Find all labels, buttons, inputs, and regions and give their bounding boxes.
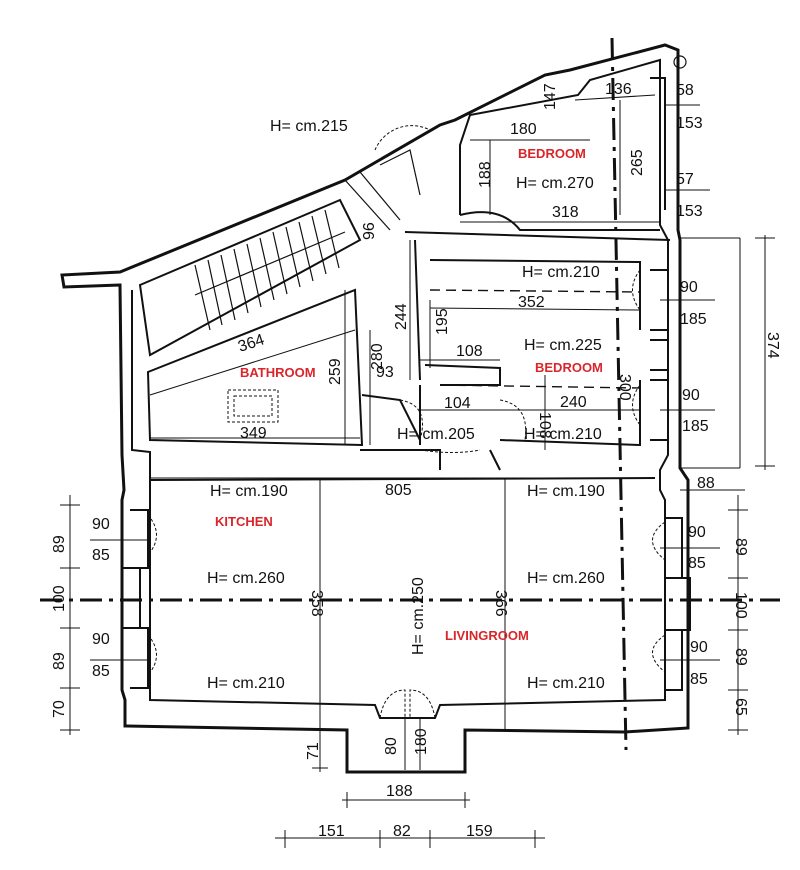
dim-180: 180 — [510, 121, 537, 138]
dim-300: 300 — [616, 374, 633, 401]
height-living-top: H= cm.190 — [527, 483, 605, 500]
dimension-lines — [60, 94, 775, 848]
outer-wall-main — [60, 43, 690, 774]
dim-96: 96 — [361, 222, 378, 240]
dim-108b: 108 — [536, 412, 553, 439]
dim-188v: 188 — [477, 161, 494, 188]
dim-240: 240 — [560, 394, 587, 411]
dim-358: 358 — [308, 590, 325, 617]
height-hall-a: H= cm.205 — [397, 426, 475, 443]
dim-82: 82 — [393, 823, 411, 840]
left-85a: 85 — [92, 547, 110, 564]
dim-318: 318 — [552, 204, 579, 221]
dim-352: 352 — [518, 294, 545, 311]
room-livingroom: LIVINGROOM — [445, 628, 529, 643]
left-90b: 90 — [92, 631, 110, 648]
height-hall-b: H= cm.210 — [524, 426, 602, 443]
right-90a: 90 — [688, 524, 706, 541]
dim-185a: 185 — [680, 311, 707, 328]
interior-walls — [122, 77, 691, 719]
left-89b: 89 — [51, 652, 68, 670]
dim-108a: 108 — [456, 343, 483, 360]
dim-244: 244 — [393, 303, 410, 330]
dim-90b: 90 — [682, 387, 700, 404]
height-living-bottom: H= cm.210 — [527, 675, 605, 692]
dim-805: 805 — [385, 482, 412, 499]
dim-185b: 185 — [682, 418, 709, 435]
height-living-mid: H= cm.260 — [527, 570, 605, 587]
dim-93: 93 — [376, 364, 394, 381]
left-100a: 100 — [51, 585, 68, 612]
right-89a: 89 — [732, 538, 749, 556]
dim-88: 88 — [697, 475, 715, 492]
right-100: 100 — [732, 592, 749, 619]
dim-366: 366 — [492, 590, 509, 617]
dim-57: 57 — [676, 171, 694, 188]
dim-153b: 153 — [676, 203, 703, 220]
right-65: 65 — [732, 698, 749, 716]
room-kitchen: KITCHEN — [215, 514, 273, 529]
balcony — [346, 730, 466, 773]
dim-259: 259 — [327, 358, 344, 385]
dim-151: 151 — [318, 823, 345, 840]
dim-104: 104 — [444, 395, 471, 412]
dim-90a: 90 — [680, 279, 698, 296]
dim-180b: 180 — [413, 728, 430, 755]
height-stair: H= cm.215 — [270, 118, 348, 135]
height-bedroom-top: H= cm.270 — [516, 175, 594, 192]
right-90b: 90 — [690, 639, 708, 656]
left-89a: 89 — [51, 535, 68, 553]
left-85b: 85 — [92, 663, 110, 680]
dimension-labels: 147 136 58 153 180 265 188 57 318 153 96… — [51, 81, 781, 840]
dim-188: 188 — [386, 783, 413, 800]
room-bedroom-mid: BEDROOM — [535, 360, 603, 375]
height-bedroom-mid-b: H= cm.225 — [524, 337, 602, 354]
dim-374: 374 — [764, 332, 781, 359]
dim-153a: 153 — [676, 115, 703, 132]
dim-265: 265 — [629, 149, 646, 176]
dim-136: 136 — [605, 81, 632, 98]
right-85b: 85 — [690, 671, 708, 688]
corner-marker — [673, 55, 687, 69]
dim-147: 147 — [542, 83, 559, 110]
dim-71: 71 — [305, 742, 322, 760]
dim-195: 195 — [434, 308, 451, 335]
outer-wall-inner — [131, 58, 669, 719]
axis-lines — [40, 37, 780, 751]
height-center: H= cm.250 — [410, 577, 427, 655]
height-kitchen-top: H= cm.190 — [210, 483, 288, 500]
right-89b: 89 — [732, 648, 749, 666]
height-kitchen-mid: H= cm.260 — [207, 570, 285, 587]
height-bedroom-mid-a: H= cm.210 — [522, 264, 600, 281]
dim-80: 80 — [383, 737, 400, 755]
left-90a: 90 — [92, 516, 110, 533]
dim-349: 349 — [240, 425, 267, 442]
room-bedroom-top: BEDROOM — [518, 146, 586, 161]
outer-walls — [60, 43, 690, 774]
room-labels: BEDROOM BEDROOM BATHROOM KITCHEN LIVINGR… — [215, 146, 603, 643]
dim-159: 159 — [466, 823, 493, 840]
left-70: 70 — [51, 700, 68, 718]
height-labels: H= cm.215 H= cm.270 H= cm.210 H= cm.225 … — [207, 118, 605, 692]
dim-280: 280 — [369, 343, 386, 370]
dim-58: 58 — [676, 82, 694, 99]
room-bathroom: BATHROOM — [240, 365, 316, 380]
height-kitchen-bottom: H= cm.210 — [207, 675, 285, 692]
right-85a: 85 — [688, 555, 706, 572]
